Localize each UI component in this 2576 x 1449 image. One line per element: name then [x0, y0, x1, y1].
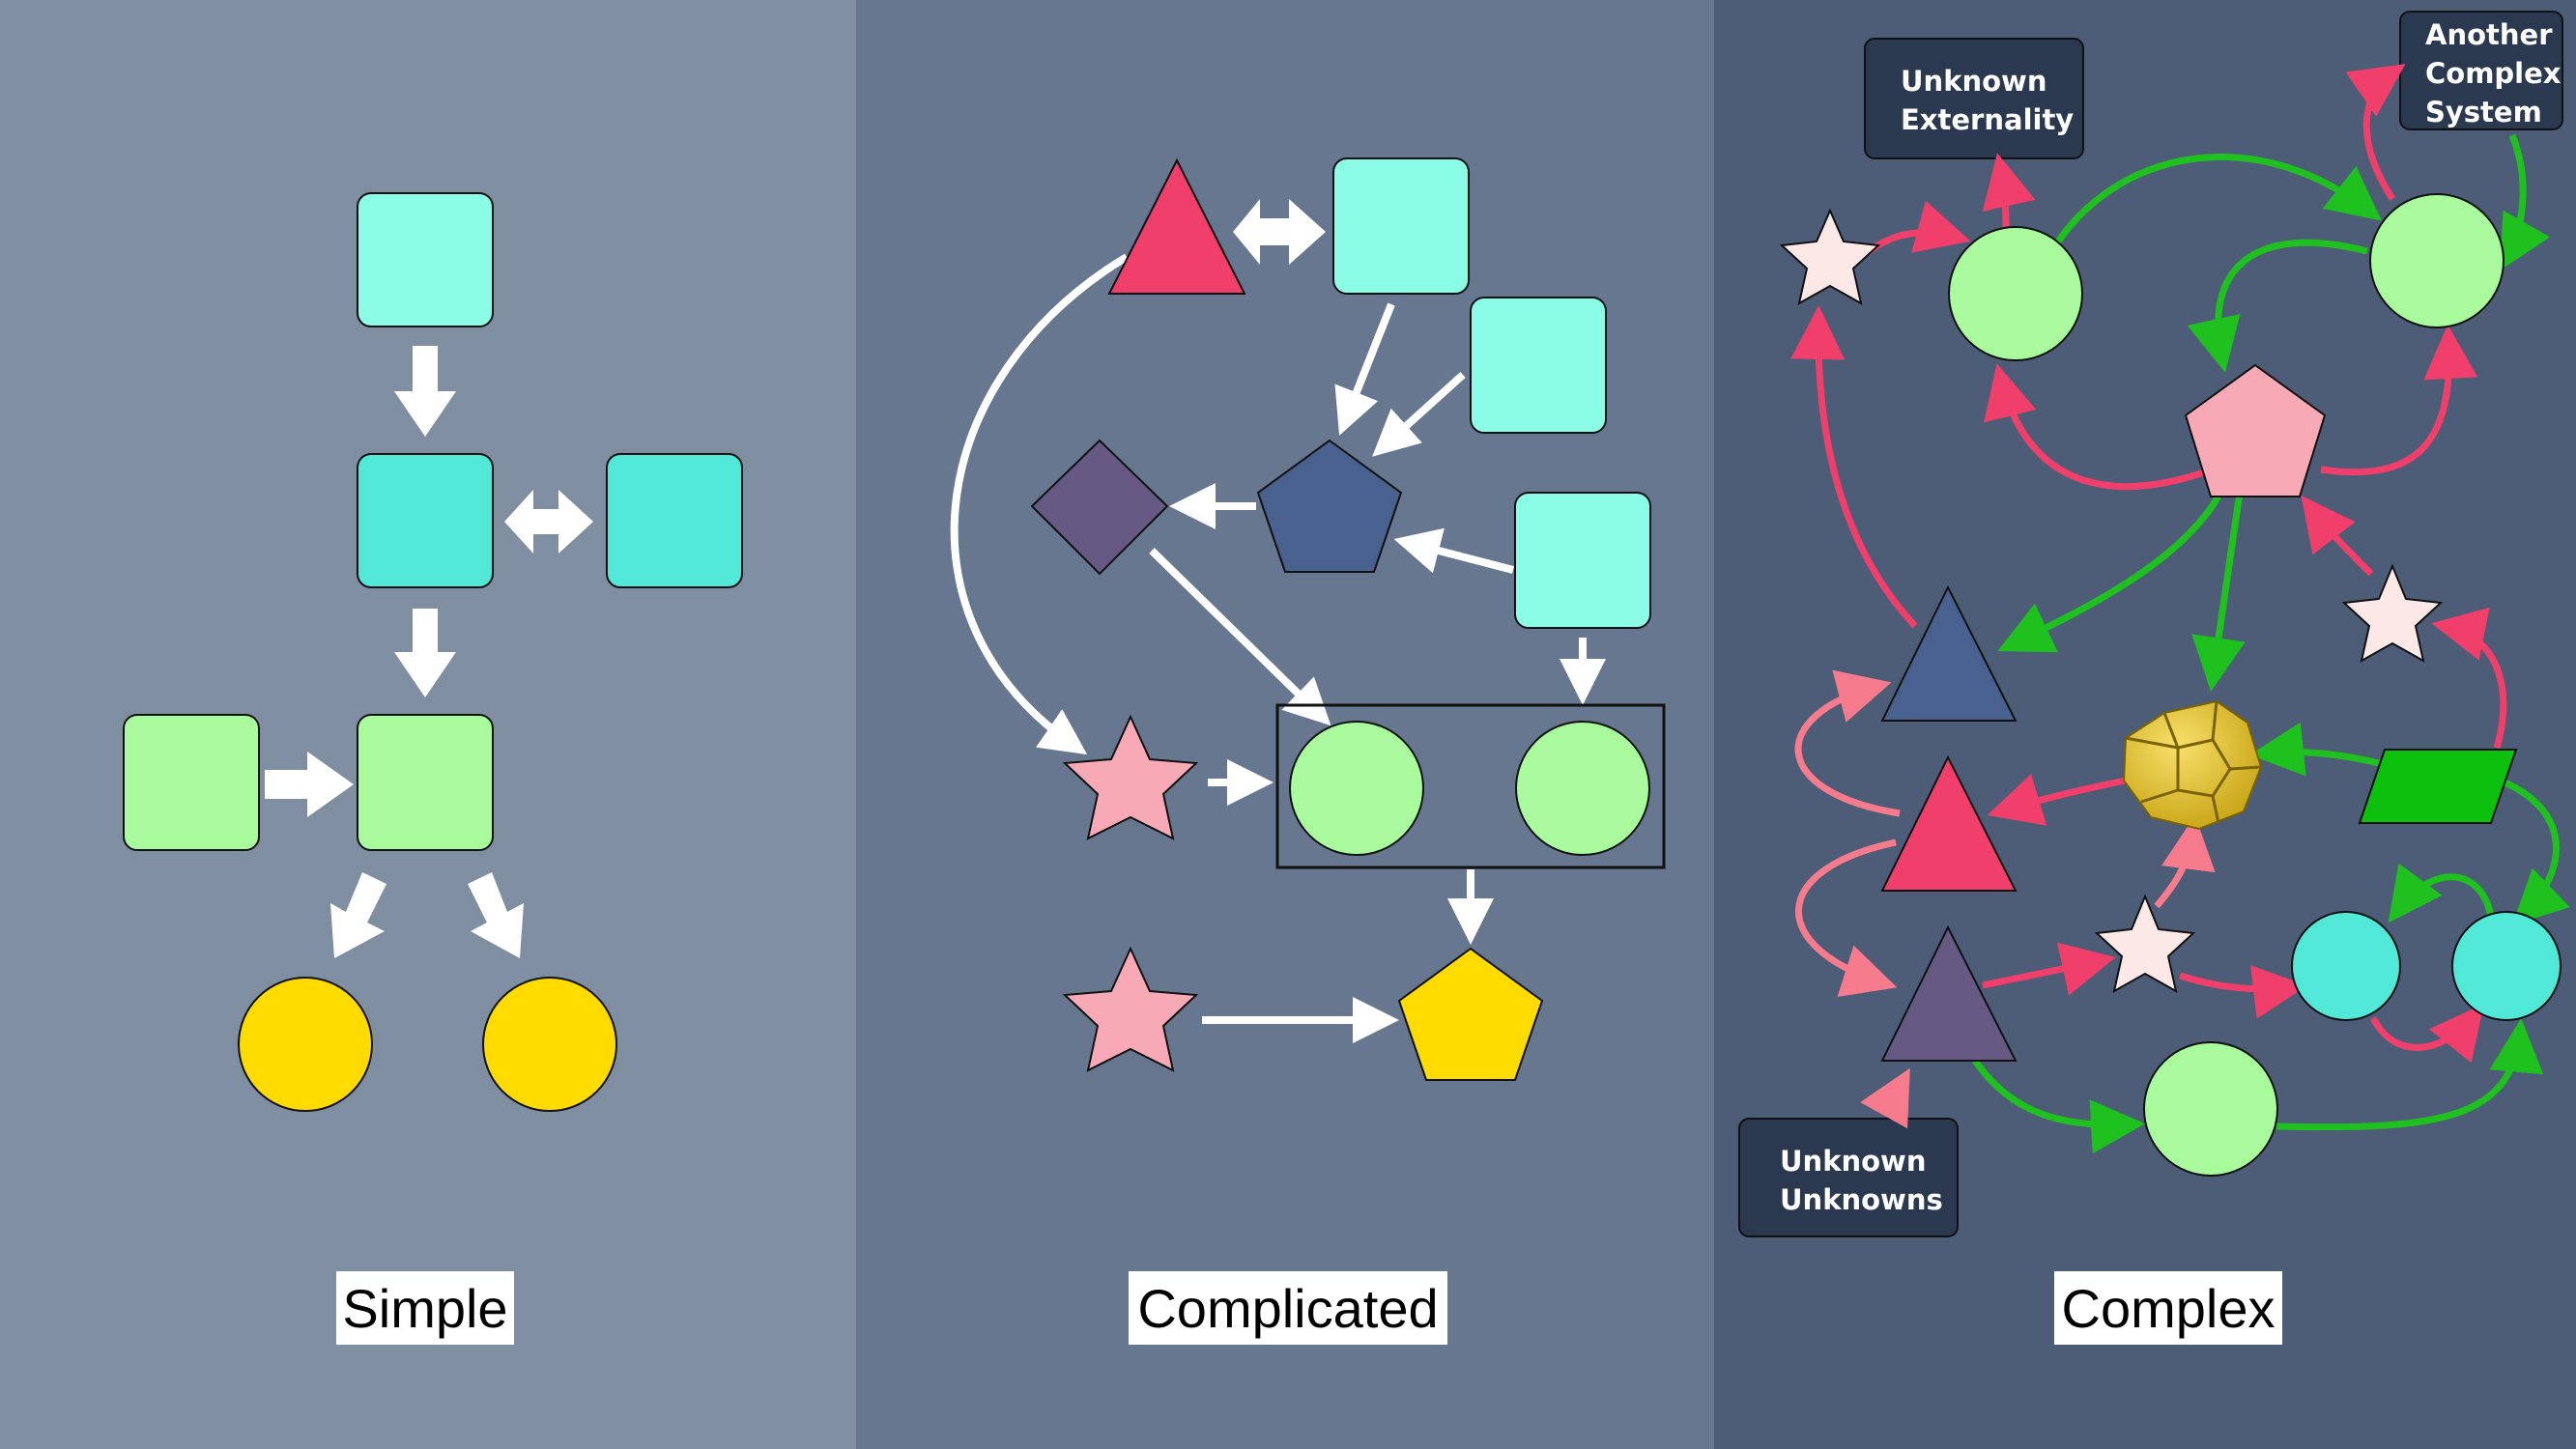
complex-teal-circle-2	[2451, 911, 2562, 1021]
complex-green-circle-3	[2143, 1041, 2278, 1177]
simple-circle-right	[482, 977, 617, 1112]
complex-arrow-g1-externality	[1982, 153, 2036, 229]
complex-blue-triangle	[1880, 584, 2018, 722]
simple-circle-left	[238, 977, 373, 1112]
complex-label: Complex	[2054, 1271, 2282, 1345]
svg-text:Simple: Simple	[342, 1278, 507, 1339]
complex-teal-circle-1	[2291, 911, 2401, 1021]
complicated-gold-pentagon	[1397, 947, 1544, 1081]
simple-square-left	[123, 714, 260, 851]
svg-text:Complicated: Complicated	[1137, 1278, 1438, 1339]
complex-arrow-redtri-blue	[1794, 669, 1901, 817]
complex-arrow-g2-pentagon	[2187, 239, 2368, 373]
unknown-unknowns-label: Unknown Unknowns	[1738, 1118, 1959, 1237]
complex-star-right	[2341, 563, 2444, 663]
simple-arrow-right	[265, 752, 354, 817]
complex-green-circle-2	[2369, 193, 2504, 328]
simple-diagram	[123, 192, 743, 1112]
complex-pink-pentagon	[2184, 363, 2327, 497]
complex-arrow-blue-star	[1790, 305, 1918, 629]
complicated-diamond	[1030, 439, 1169, 576]
simple-label: Simple	[336, 1271, 514, 1345]
complicated-pink-star-1	[1062, 714, 1199, 840]
complex-arrow-purple-star	[1982, 942, 2116, 996]
complex-arrow-para-teal2	[2503, 779, 2570, 925]
complex-arrow-pentagon-g2	[2320, 325, 2478, 476]
complex-diagram: Unknown Externality Another Complex Syst…	[1738, 11, 2570, 1237]
complicated-triangle	[1107, 157, 1246, 295]
complicated-circle-1	[1289, 721, 1424, 856]
complicated-diagram	[950, 157, 1666, 1081]
complex-arrow-pentagon-dodeca	[2191, 492, 2246, 692]
complicated-square-2	[1470, 297, 1607, 434]
simple-arrow-double	[504, 490, 593, 554]
simple-arrow-diag-right	[468, 872, 524, 958]
complex-arrow-star-teal1	[2178, 965, 2307, 1019]
svg-text:Unknown: Unknown	[1901, 65, 2047, 98]
simple-square-middle	[357, 453, 494, 588]
complex-arrow-system-g2	[2500, 133, 2551, 271]
complicated-arrow-sq3-pent	[1393, 527, 1515, 574]
complex-green-circle-1	[1948, 226, 2083, 361]
svg-text:Unknown: Unknown	[1780, 1145, 1927, 1178]
complicated-circle-2	[1515, 721, 1650, 856]
complex-arrow-teal1-teal2	[2369, 1004, 2484, 1064]
svg-text:Complex: Complex	[2062, 1278, 2275, 1339]
complex-gold-dodecahedron	[2122, 699, 2263, 831]
complex-arrow-pentagon-g1	[1984, 363, 2209, 490]
complex-star-center	[2094, 894, 2196, 993]
simple-square-bottom	[357, 714, 494, 851]
unknown-externality-label: Unknown Externality	[1864, 38, 2084, 159]
svg-text:System: System	[2425, 96, 2542, 128]
another-complex-system-label: Another Complex System	[2399, 11, 2563, 130]
simple-arrow-diag-left	[330, 872, 386, 958]
complex-arrow-teal2-teal1	[2388, 863, 2495, 923]
complex-arrow-dodeca-redtri	[1987, 774, 2127, 826]
complicated-square-3	[1514, 492, 1651, 629]
complex-green-parallelogram	[2358, 749, 2518, 824]
complicated-arrow-sq2-pent	[1372, 372, 1466, 457]
complex-arrow-star-dodeca	[2154, 815, 2216, 909]
svg-text:Complex: Complex	[2425, 57, 2562, 90]
svg-text:Externality: Externality	[1901, 103, 2074, 136]
complicated-group-box	[1275, 703, 1666, 869]
simple-square-right	[606, 453, 743, 588]
complex-purple-triangle	[1880, 924, 2018, 1062]
complicated-curve-arrow	[950, 253, 1130, 755]
complex-red-triangle	[1880, 754, 2018, 892]
svg-text:Another: Another	[2425, 18, 2553, 51]
complex-arrow-star-pentagon	[2301, 495, 2374, 577]
complicated-pink-star-2	[1062, 946, 1199, 1072]
complicated-label: Complicated	[1129, 1271, 1447, 1345]
complex-arrow-purple-green	[1972, 1059, 2145, 1154]
complicated-arrow-diamond-circle	[1149, 548, 1331, 726]
complex-star-top-left	[1779, 208, 1881, 305]
complicated-arrow-double	[1233, 199, 1326, 265]
complex-arrow-redtri-purple	[1795, 838, 1898, 997]
simple-arrow-down-2	[394, 609, 456, 697]
complex-arrow-g2-system	[2345, 64, 2406, 201]
complicated-blue-pentagon	[1256, 439, 1403, 573]
complex-arrow-unknowns-purple	[1860, 1067, 1910, 1129]
complicated-arrow-sq1-pent	[1334, 302, 1395, 436]
complicated-square-1	[1332, 157, 1470, 295]
complex-arrow-para-star	[2431, 607, 2507, 749]
complex-arrow-g1-g2	[2055, 154, 2382, 244]
complex-arrow-para-dodeca	[2249, 722, 2380, 777]
svg-text:Unknowns: Unknowns	[1780, 1183, 1943, 1216]
complex-arrow-pentagon-blue	[1997, 491, 2224, 653]
simple-arrow-down-1	[394, 346, 456, 437]
simple-square-top	[357, 192, 494, 327]
complex-arrow-green-teal2	[2275, 1018, 2544, 1131]
